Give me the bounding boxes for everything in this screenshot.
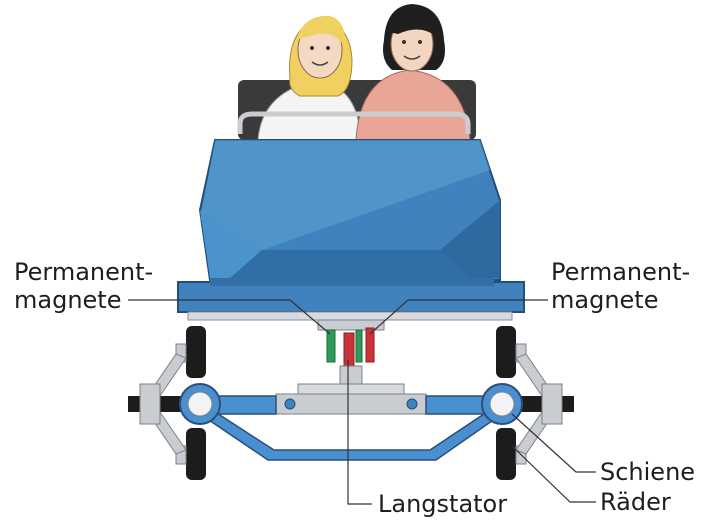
label-permanent-magnets-right-line1: Permanent- bbox=[551, 258, 691, 286]
wheel-top-right bbox=[496, 326, 516, 378]
wheel-bottom-right bbox=[496, 428, 516, 480]
label-langstator: Langstator bbox=[378, 490, 508, 518]
label-schiene: Schiene bbox=[600, 458, 696, 486]
passenger-right bbox=[355, 4, 471, 141]
label-permanent-magnets-right-line2: magnete bbox=[551, 286, 659, 314]
base-plate bbox=[177, 281, 525, 313]
left-wheel-assembly bbox=[128, 326, 221, 480]
label-permanent-magnets-left-line1: Permanent- bbox=[14, 258, 154, 286]
center-magnets bbox=[317, 319, 385, 385]
passenger-left bbox=[257, 15, 361, 141]
wheel-bottom-left bbox=[186, 428, 206, 480]
leader-lines bbox=[128, 299, 596, 505]
leader-left-magnets bbox=[128, 299, 331, 335]
leader-langstator bbox=[347, 360, 372, 505]
undercarriage-frame bbox=[198, 383, 504, 461]
permanent-magnet-middle bbox=[355, 329, 363, 363]
label-raeder: Räder bbox=[600, 488, 671, 516]
permanent-magnet-left bbox=[326, 329, 336, 363]
vehicle-body bbox=[177, 139, 525, 321]
wheel-top-left bbox=[186, 326, 206, 378]
long-stator bbox=[343, 332, 355, 368]
handle-bar bbox=[237, 111, 471, 134]
leader-schiene bbox=[511, 413, 596, 473]
leader-right-magnets bbox=[369, 299, 548, 335]
leader-raeder bbox=[511, 445, 596, 503]
label-permanent-magnets-left-line2: magnete bbox=[14, 286, 122, 314]
passengers bbox=[237, 4, 476, 141]
stator-right bbox=[365, 327, 375, 363]
